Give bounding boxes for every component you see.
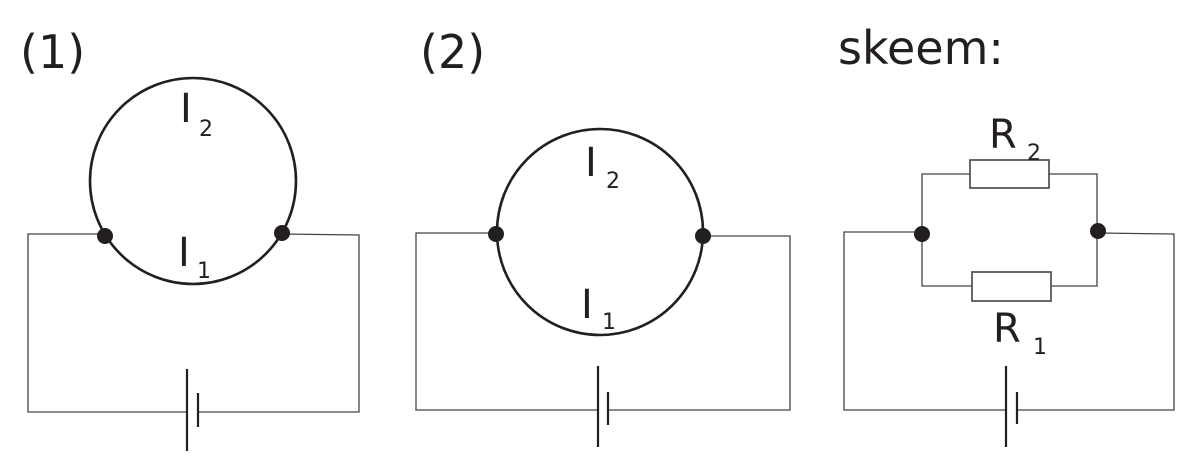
label-r1-sub: 1 bbox=[1033, 335, 1047, 360]
panel-1-right-wire bbox=[199, 233, 360, 413]
junction-dot-icon bbox=[695, 228, 711, 244]
label-r2: R bbox=[989, 112, 1017, 158]
panel-2-current-i2: I bbox=[585, 140, 597, 186]
panel-2-right-wire bbox=[609, 235, 791, 411]
panel-2-current-i1: I bbox=[581, 282, 593, 328]
panel-1-current-i1-sub: 1 bbox=[197, 259, 211, 284]
resistor-r2-icon bbox=[969, 159, 1050, 189]
panel-1-current-i2: I bbox=[180, 86, 192, 132]
scheme-right-wire bbox=[1018, 232, 1175, 411]
panel-1-current-i2-sub: 2 bbox=[199, 117, 213, 142]
scheme-left-branch-wire bbox=[921, 173, 972, 287]
junction-dot-icon bbox=[1090, 223, 1106, 239]
panel-2-current-i2-sub: 2 bbox=[606, 169, 620, 194]
panel-1-title: (1) bbox=[20, 25, 85, 79]
panel-2-left-wire bbox=[415, 232, 597, 411]
junction-dot-icon bbox=[914, 226, 930, 242]
panel-2-ring-conductor bbox=[495, 127, 705, 337]
label-r1: R bbox=[993, 306, 1021, 352]
panel-2-title: (2) bbox=[420, 25, 485, 79]
panel-1-ring-conductor bbox=[88, 76, 298, 286]
junction-dot-icon bbox=[488, 226, 504, 242]
panel-2-current-i1-sub: 1 bbox=[602, 310, 616, 335]
panel-2: (2) I 2 I 1 bbox=[415, 25, 791, 447]
scheme-right-branch-wire bbox=[1049, 173, 1098, 287]
panel-1-left-wire bbox=[27, 233, 186, 413]
panel-scheme: skeem: R 2 R 1 bbox=[838, 21, 1175, 447]
junction-dot-icon bbox=[274, 225, 290, 241]
scheme-title: skeem: bbox=[838, 21, 1004, 75]
panel-1: (1) I 2 I 1 bbox=[20, 25, 360, 451]
resistor-r1-icon bbox=[971, 271, 1052, 302]
scheme-left-wire bbox=[843, 231, 1005, 411]
label-r2-sub: 2 bbox=[1027, 141, 1041, 166]
panel-1-current-i1: I bbox=[178, 230, 190, 276]
junction-dot-icon bbox=[97, 228, 113, 244]
